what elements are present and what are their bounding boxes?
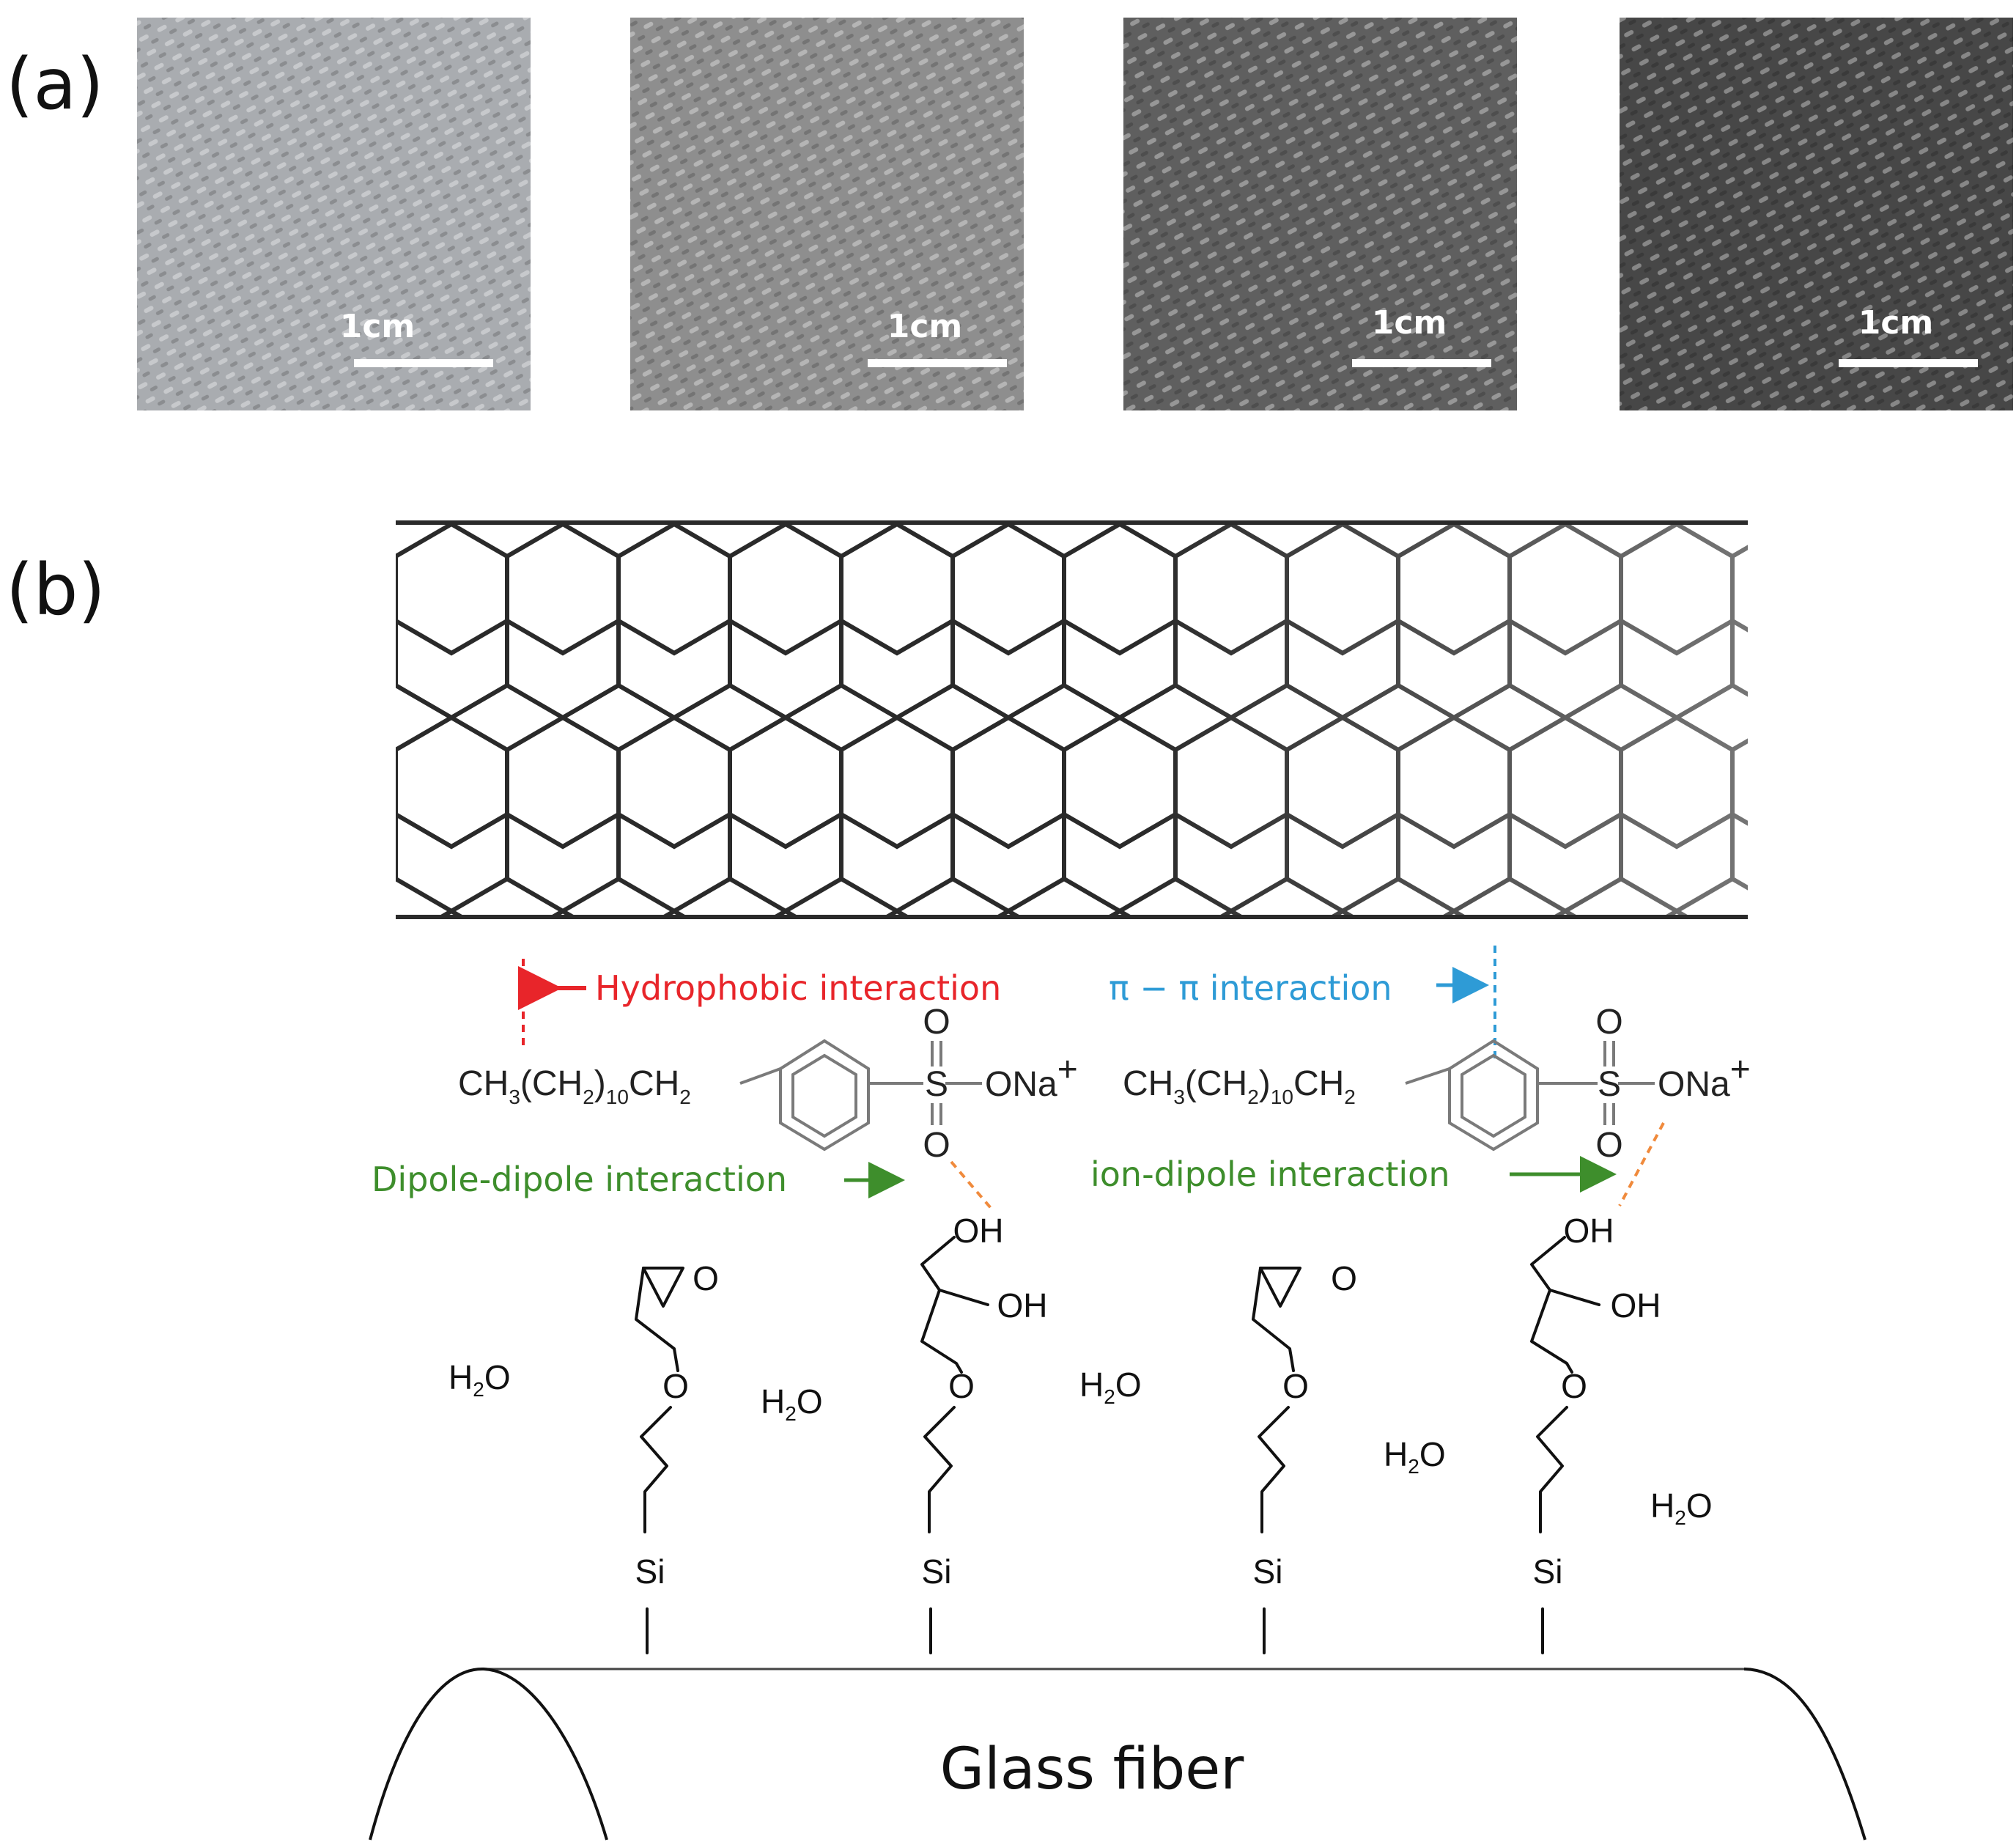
epoxy-1-chain-bottom xyxy=(640,1406,672,1533)
water-2: H2O xyxy=(761,1382,823,1425)
ion-dipole-annotation: ion-dipole interaction xyxy=(1090,1122,1665,1206)
glass-fiber-label: Glass fiber xyxy=(940,1736,1245,1802)
sds-right-link xyxy=(1405,1067,1450,1085)
glass-fiber-right-curve xyxy=(1743,1668,1867,1841)
glass-fiber-left-curve xyxy=(369,1667,608,1841)
epoxy-2-ring xyxy=(1259,1267,1301,1308)
photo-2-texture xyxy=(630,18,1024,410)
diol-1-ether-o: O xyxy=(948,1367,975,1405)
ion-dipole-label: ion-dipole interaction xyxy=(1090,1154,1450,1194)
diol-1-chain-top xyxy=(920,1236,989,1306)
photo-2-scale-label: 1cm xyxy=(887,308,963,345)
photo-4-scale-bar xyxy=(1839,359,1978,367)
sds-left-o-bottom: O xyxy=(923,1126,950,1165)
glass-fiber: Glass fiber xyxy=(369,1667,1867,1841)
diol-2-oh-top: OH xyxy=(1564,1212,1614,1250)
photo-1-scale-label: 1cm xyxy=(340,308,416,345)
epoxy-2-si: Si xyxy=(1253,1552,1283,1591)
hydrophobic-label: Hydrophobic interaction xyxy=(595,968,1001,1008)
epoxy-2-o: O xyxy=(1331,1259,1357,1297)
sds-left-link xyxy=(739,1067,781,1085)
photo-4-texture xyxy=(1620,18,2013,410)
diol-1-si: Si xyxy=(922,1552,952,1591)
water-4: H2O xyxy=(1384,1435,1446,1478)
epoxy-1-ring xyxy=(642,1267,684,1308)
sds-right-sulfur: S xyxy=(1598,1065,1621,1104)
sds-right-o-bottom: O xyxy=(1595,1126,1622,1165)
photo-1-texture xyxy=(137,18,531,410)
fabric-photo-1: 1cm xyxy=(137,18,531,410)
fabric-photo-4: 1cm xyxy=(1620,18,2013,410)
diol-2-chain-top xyxy=(1530,1236,1600,1306)
diol-2-si: Si xyxy=(1533,1552,1563,1591)
panel-a-label: (a) xyxy=(6,43,104,125)
pi-pi-annotation: π − π interaction xyxy=(1109,946,1496,1059)
photo-2-scale-bar xyxy=(868,359,1007,367)
photo-4-scale-label: 1cm xyxy=(1858,304,1934,342)
nanotube-shading xyxy=(396,522,1748,918)
panel-b-label: (b) xyxy=(6,549,106,631)
photo-3-texture xyxy=(1123,18,1517,410)
water-3: H2O xyxy=(1079,1366,1142,1408)
photo-1-scale-bar xyxy=(354,359,493,367)
epoxy-1-o: O xyxy=(693,1259,719,1297)
sds-left-ona: ONa+ xyxy=(985,1050,1078,1104)
silane-diol-chain-2: OH OH O Si xyxy=(1530,1212,1661,1654)
photo-3-scale-label: 1cm xyxy=(1372,304,1447,342)
sds-molecule-left: CH3(CH2)10CH2 S ONa+ O O xyxy=(458,1003,1078,1165)
diol-2-ether-o: O xyxy=(1561,1367,1587,1405)
sds-left-benzene xyxy=(779,1039,870,1152)
diol-2-oh-side: OH xyxy=(1611,1286,1661,1325)
diol-1-oh-top: OH xyxy=(953,1212,1004,1250)
diol-2-chain-mid xyxy=(1530,1289,1573,1374)
sds-left-formula: CH3(CH2)10CH2 xyxy=(458,1064,691,1108)
silane-diol-chain-1: OH OH O Si xyxy=(920,1212,1048,1654)
diol-2-chain-bottom xyxy=(1536,1406,1568,1533)
silane-epoxy-chain-1: O O Si xyxy=(635,1259,719,1654)
dipole-annotation: Dipole-dipole interaction xyxy=(372,1160,992,1209)
sds-right-benzene-inner xyxy=(1461,1053,1526,1138)
sds-left-benzene-inner xyxy=(791,1053,857,1138)
diol-1-chain-bottom xyxy=(923,1406,956,1533)
sds-left-o-top: O xyxy=(923,1003,950,1042)
epoxy-1-si: Si xyxy=(635,1552,665,1591)
fabric-photo-3: 1cm xyxy=(1123,18,1517,410)
sds-right-formula: CH3(CH2)10CH2 xyxy=(1123,1064,1356,1108)
epoxy-2-chain-top xyxy=(1252,1267,1295,1372)
sds-right-benzene xyxy=(1448,1039,1539,1152)
carbon-nanotube xyxy=(396,520,1748,919)
pi-pi-label: π − π interaction xyxy=(1109,968,1392,1008)
diol-1-oh-side: OH xyxy=(997,1286,1048,1325)
sds-right-o-top: O xyxy=(1595,1003,1622,1042)
epoxy-2-chain-bottom xyxy=(1258,1406,1290,1533)
epoxy-1-ether-o: O xyxy=(662,1367,689,1405)
diol-1-chain-mid xyxy=(920,1289,963,1374)
sds-molecule-right: CH3(CH2)10CH2 S ONa+ O O xyxy=(1123,1003,1751,1165)
epoxy-1-chain-top xyxy=(635,1267,679,1372)
sds-left-sulfur: S xyxy=(925,1065,948,1104)
epoxy-2-ether-o: O xyxy=(1282,1367,1309,1405)
photo-3-scale-bar xyxy=(1352,359,1491,367)
water-1: H2O xyxy=(448,1358,511,1401)
dipole-dipole-label: Dipole-dipole interaction xyxy=(372,1160,787,1199)
silane-epoxy-chain-2: O O Si xyxy=(1252,1259,1357,1654)
sds-right-ona: ONa+ xyxy=(1658,1050,1751,1104)
ion-dipole-dash xyxy=(1618,1122,1665,1206)
hydrophobic-annotation: Hydrophobic interaction xyxy=(518,959,1001,1048)
dipole-dipole-dash xyxy=(950,1160,992,1209)
fabric-photo-2: 1cm xyxy=(630,18,1024,410)
water-5: H2O xyxy=(1650,1487,1713,1529)
